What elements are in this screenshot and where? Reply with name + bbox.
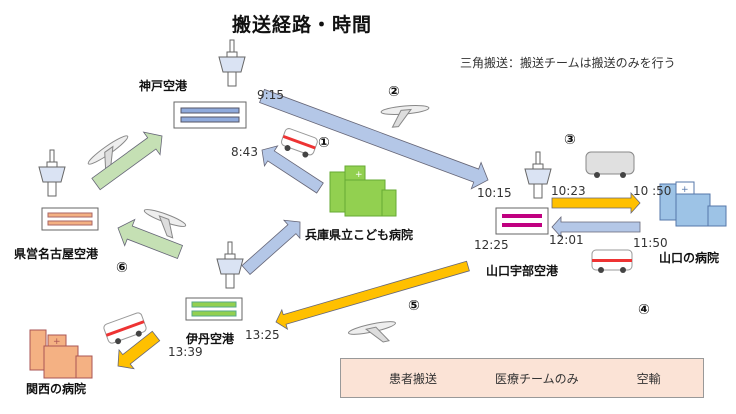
- legend-label: 患者搬送: [389, 371, 438, 386]
- yamaguchi-airport-label: 山口宇部空港: [486, 264, 559, 278]
- hyogo-hospital-label: 兵庫県立こども病院: [305, 228, 414, 242]
- time-1015: 10:15: [477, 186, 512, 200]
- arrow-hyogo-to-kobe: [261, 145, 324, 194]
- svg-text:+: +: [681, 185, 689, 195]
- yamaguchi-hospital-icon: +: [659, 181, 727, 227]
- van-icon: [585, 151, 635, 178]
- legend-item-patient: 患者搬送: [383, 370, 443, 387]
- svg-text:+: +: [53, 337, 61, 347]
- hyogo-hospital-icon: +: [329, 165, 397, 217]
- ambulance-icon: [280, 128, 318, 158]
- time-1150: 11:50: [633, 236, 668, 250]
- time-1050: 10 :50: [633, 184, 672, 198]
- step-5-marker: ⑤: [408, 298, 420, 314]
- kobe-airport-icon: [218, 39, 246, 87]
- yamaguchi-hospital-label: 山口の病院: [659, 251, 720, 265]
- time-0915: 9:15: [257, 88, 284, 102]
- arrow-nagoya-to-kobe: [91, 131, 163, 191]
- airplane-icon: [348, 321, 396, 343]
- time-1325: 13:25: [245, 328, 280, 342]
- svg-text:+: +: [355, 170, 363, 180]
- legend-label: 空輸: [636, 371, 661, 386]
- arrow-kobe-to-yamaguchi: [259, 88, 489, 190]
- legend-item-team: 医療チームのみ: [489, 370, 585, 387]
- arrow-itami-to-nagoya: [117, 218, 184, 260]
- triangle-transport-note: 三角搬送：搬送チームは搬送のみを行う: [460, 56, 676, 70]
- time-1339: 13:39: [168, 345, 203, 359]
- itami-airport-label: 伊丹空港: [186, 332, 235, 346]
- kansai-hospital-label: 関西の病院: [26, 382, 87, 396]
- page-title: 搬送経路・時間: [232, 14, 373, 36]
- kansai-hospital-icon: +: [29, 329, 93, 379]
- step-6-marker: ⑥: [116, 260, 128, 276]
- time-0843: 8:43: [231, 145, 258, 159]
- arrow-hospital-to-yamaguchi: [551, 215, 641, 239]
- kobe-airport-label: 神戸空港: [139, 79, 188, 93]
- arrow-itami-to-kansai: [117, 330, 161, 370]
- step-2-marker: ②: [388, 84, 400, 100]
- itami-airport-building: [185, 297, 243, 321]
- arrow-itami-to-hyogo: [241, 219, 301, 276]
- nagoya-airport-label: 県営名古屋空港: [14, 247, 99, 261]
- kobe-airport-building: [173, 101, 247, 129]
- airplane-icon: [380, 104, 430, 128]
- legend-item-air: 空輸: [631, 370, 667, 387]
- ambulance-icon: [591, 249, 633, 273]
- time-1201: 12:01: [549, 233, 584, 247]
- yamaguchi-airport-building: [495, 207, 549, 235]
- ambulance-icon: [103, 312, 147, 345]
- nagoya-airport-icon: [38, 149, 66, 197]
- airplane-icon: [143, 209, 187, 239]
- time-1023: 10:23: [551, 184, 586, 198]
- yamaguchi-airport-icon: [524, 151, 552, 199]
- arrow-yamaguchi-to-itami: [275, 260, 470, 330]
- legend-label: 医療チームのみ: [495, 371, 579, 386]
- step-1-marker: ①: [318, 135, 330, 151]
- time-1225: 12:25: [474, 238, 509, 252]
- itami-airport-icon: [216, 241, 244, 289]
- nagoya-airport-building: [41, 207, 99, 231]
- legend: 患者搬送 医療チームのみ 空輸: [340, 358, 704, 398]
- step-3-marker: ③: [564, 132, 576, 148]
- step-4-marker: ④: [638, 302, 650, 318]
- arrow-yamaguchi-to-hospital: [551, 191, 641, 215]
